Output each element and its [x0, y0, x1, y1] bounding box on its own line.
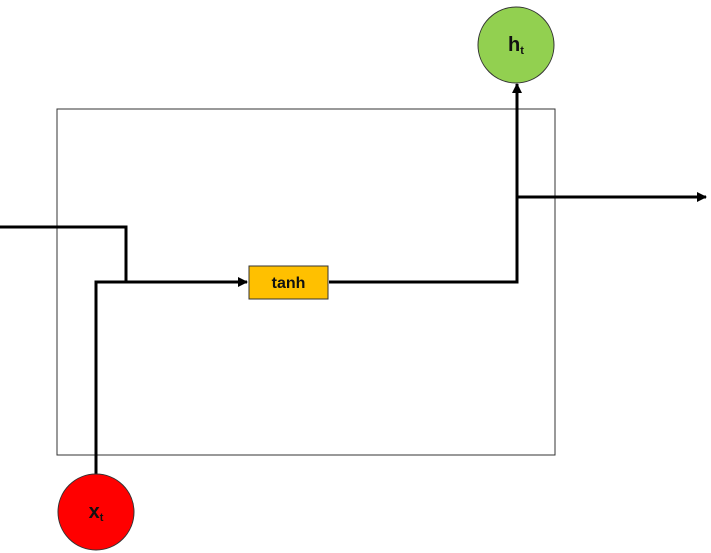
output-node-main: h	[508, 34, 520, 56]
tanh-box-rect	[248, 265, 329, 300]
tanh-box: tanh	[248, 265, 329, 300]
output-node-label: ht	[508, 34, 524, 57]
input-node: xt	[57, 473, 135, 551]
output-node: ht	[477, 6, 555, 84]
output-node-subscript: t	[520, 45, 524, 57]
output-node-circle	[477, 6, 555, 84]
tanh-output-line	[329, 197, 519, 284]
tanh-label: tanh	[272, 275, 306, 292]
input-node-label: xt	[89, 501, 104, 524]
input-line	[94, 280, 126, 474]
input-node-subscript: t	[100, 512, 104, 524]
input-node-circle	[57, 473, 135, 551]
input-node-main: x	[89, 501, 100, 523]
previous-hidden-line	[0, 225, 128, 282]
cell-boundary	[56, 108, 556, 456]
